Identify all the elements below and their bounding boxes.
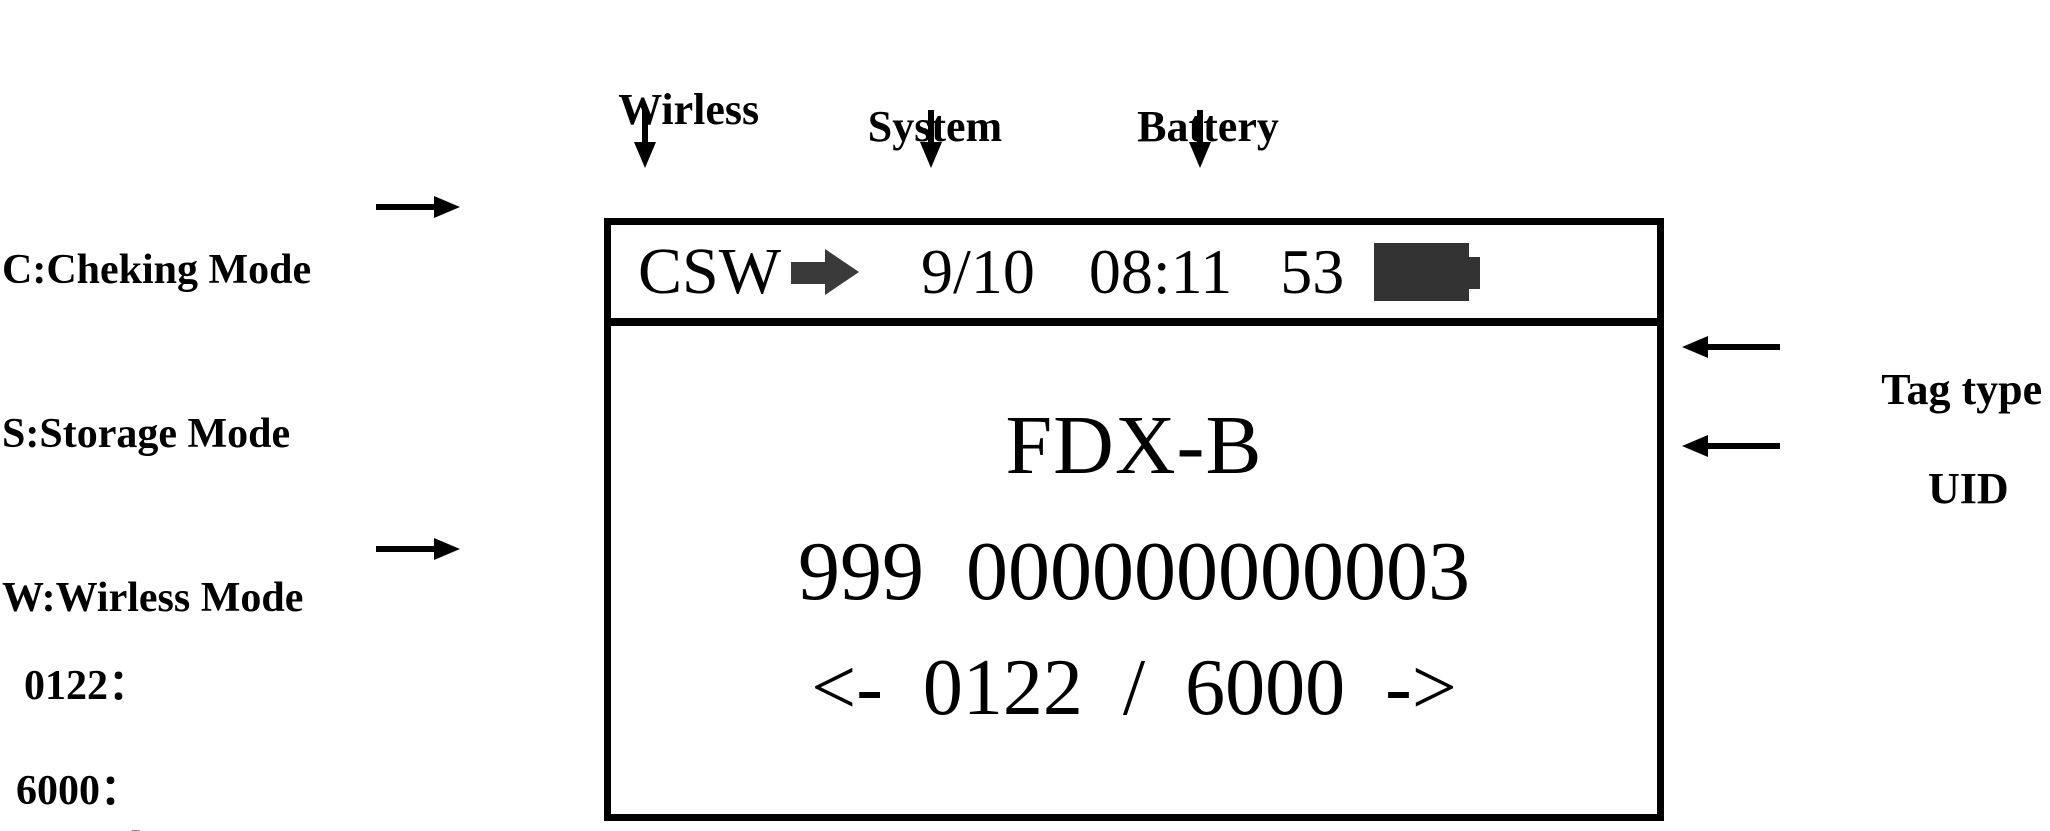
tag-type-leader-arrow-icon — [1682, 336, 1780, 358]
date-indicator: 9/10 — [921, 235, 1035, 307]
stored-messages-text: Stored Massages — [24, 821, 323, 831]
screen-body: FDX-B 999 000000000003 <- 0122 / 6000 -> — [611, 326, 1657, 820]
uid-leader-arrow-icon — [1682, 435, 1780, 457]
battery-percent-indicator: 53 — [1280, 235, 1345, 307]
wireless-callout-text: Wirless — [618, 84, 760, 134]
mode-legend-item-storage: S:Storage Mode — [2, 410, 291, 457]
wireless-callout-label: Wirless — [575, 38, 759, 181]
uid-value: 999 000000000003 — [798, 525, 1470, 618]
mode-legend-leader-arrow-icon — [376, 196, 462, 218]
mode-legend-item-checking: C:Cheking Mode — [2, 247, 312, 294]
battery-leader-arrow-icon — [1189, 110, 1211, 168]
tag-type-value: FDX-B — [1005, 399, 1263, 492]
stored-messages-callout: 0122： Stored Massages — [24, 552, 323, 831]
record-nav-leader-arrow-icon — [376, 538, 462, 560]
uid-callout-text: UID — [1928, 463, 2009, 513]
battery-icon — [1374, 242, 1481, 301]
time-indicator: 08:11 — [1088, 235, 1233, 307]
mode-legend: C:Cheking Mode S:Storage Mode W:Wirless … — [2, 134, 311, 735]
device-screen: CSW 9/10 08:11 53 FDX-B 999 000000000003… — [604, 218, 1664, 821]
system-time-leader-arrow-icon — [920, 110, 942, 168]
status-bar: CSW 9/10 08:11 53 — [611, 225, 1657, 326]
tag-type-callout-text: Tag type — [1881, 364, 2043, 414]
tag-type-callout-label: Tag type — [1838, 318, 2042, 461]
mode-legend-item-wireless: W:Wirless Mode — [2, 574, 304, 621]
stored-messages-value-label: 0122： — [24, 662, 151, 709]
total-capacity-callout: 6000： Total Capacity — [16, 657, 279, 831]
right-arrow-icon — [791, 248, 860, 295]
wireless-leader-arrow-icon — [634, 110, 656, 168]
total-capacity-value-label: 6000： — [16, 767, 143, 814]
record-navigation[interactable]: <- 0122 / 6000 -> — [811, 644, 1457, 732]
uid-callout-label: UID — [1884, 417, 2009, 560]
mode-indicator[interactable]: CSW — [638, 234, 782, 308]
